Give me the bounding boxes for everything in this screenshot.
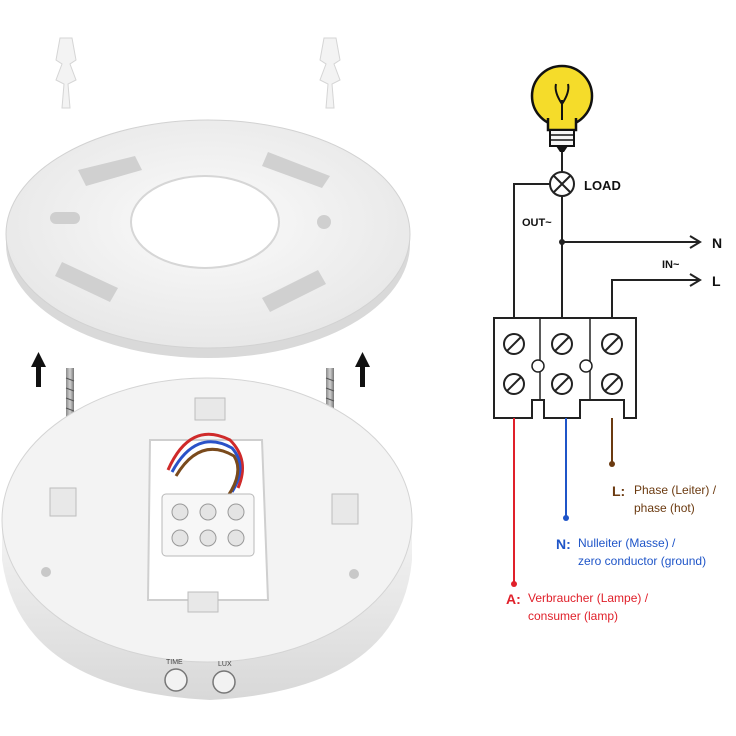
legend-consumer-key: A: [506, 591, 521, 607]
time-dial [164, 668, 188, 692]
load-label: LOAD [584, 178, 621, 193]
in-label: IN~ [662, 259, 680, 271]
lux-dial-label: LUX [218, 661, 232, 668]
legend-phase-key: L: [612, 483, 625, 499]
load-lamp-symbol [549, 171, 575, 197]
legend-consumer: A: Verbraucher (Lampe) / consumer (lamp) [506, 591, 649, 623]
legend-neutral: N: Nulleiter (Masse) / zero conductor (g… [556, 536, 706, 568]
time-dial-label: TIME [166, 659, 183, 666]
out-wire [513, 183, 550, 324]
arrow-up-right-icon [355, 352, 370, 387]
terminal-block [493, 317, 637, 419]
legend-phase-line2: phase (hot) [634, 501, 695, 515]
neutral-lead [563, 418, 569, 521]
wall-plug-left [55, 37, 77, 109]
legend-phase: L: Phase (Leiter) / phase (hot) [612, 483, 717, 515]
phase-lead [609, 418, 615, 467]
legend-consumer-line2: consumer (lamp) [528, 609, 618, 623]
legend-neutral-line1: Nulleiter (Masse) / [578, 536, 676, 550]
live-wire [611, 279, 700, 324]
arrow-up-left-icon [31, 352, 46, 387]
sensor-base: TIME LUX [1, 377, 413, 700]
consumer-lead [511, 418, 517, 587]
legend-neutral-key: N: [556, 536, 571, 552]
out-label: OUT~ [522, 217, 552, 229]
legend-consumer-line1: Verbraucher (Lampe) / [528, 591, 649, 605]
legend-neutral-line2: zero conductor (ground) [578, 554, 706, 568]
l-terminal-label: L [712, 273, 721, 289]
legend-phase-line1: Phase (Leiter) / [634, 483, 717, 497]
light-bulb-icon [530, 64, 594, 152]
mounting-plate [5, 119, 411, 358]
lux-dial [212, 670, 236, 694]
wall-plug-right [319, 37, 341, 109]
n-terminal-label: N [712, 235, 722, 251]
neutral-wire [561, 196, 700, 243]
